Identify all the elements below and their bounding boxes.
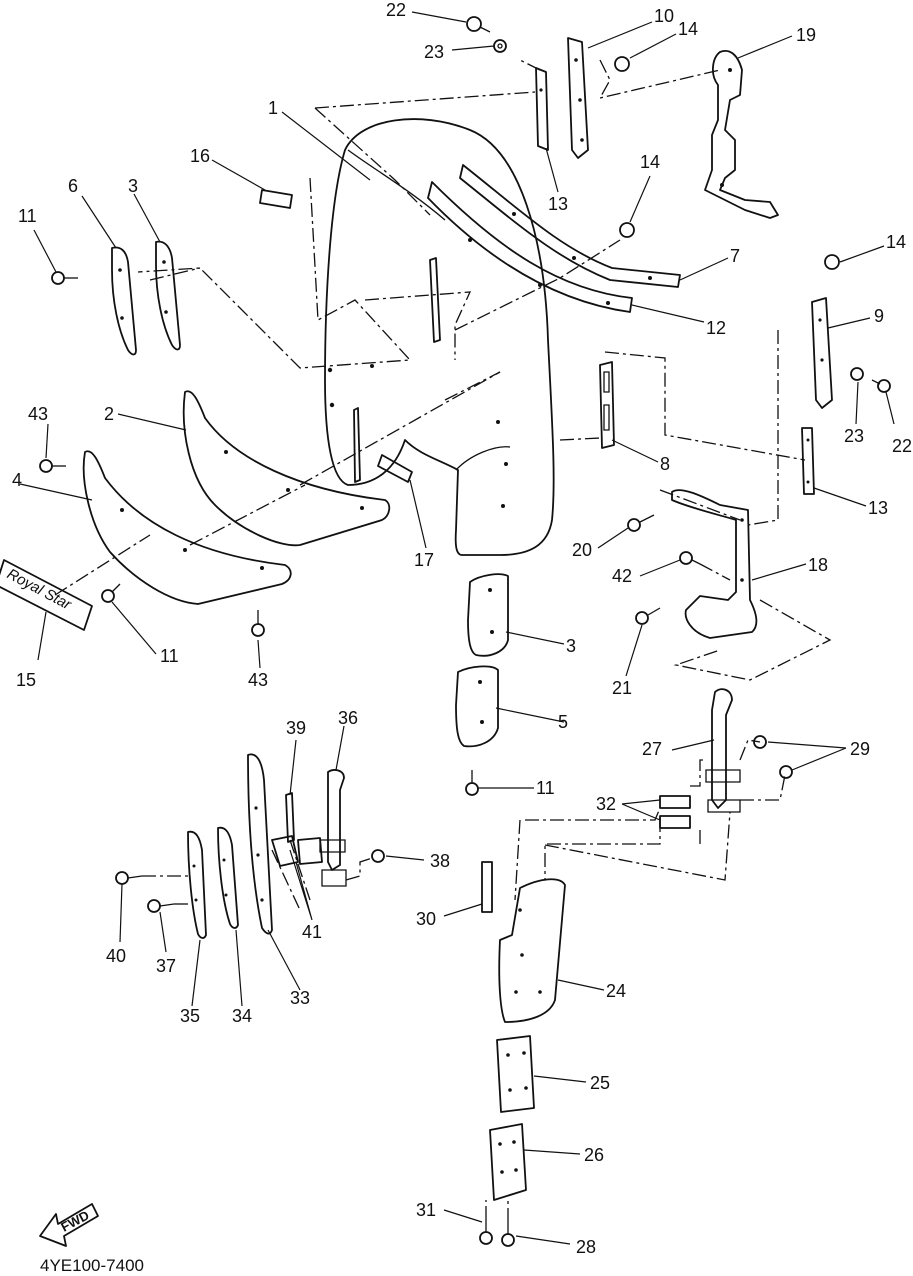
callout-label: 31 xyxy=(416,1200,436,1220)
plate-part-25 xyxy=(496,1035,535,1113)
bracket-part-19 xyxy=(704,50,779,219)
stay-part-18 xyxy=(671,489,758,639)
callout-label: 17 xyxy=(414,550,434,570)
callout-label: 1 xyxy=(268,98,278,118)
strip-part-30 xyxy=(481,861,493,913)
fairing-panel-part-4 xyxy=(82,450,292,605)
callout-label: 11 xyxy=(536,778,555,798)
callout-label: 22 xyxy=(892,436,912,456)
label-part-17 xyxy=(377,454,413,483)
callout-label: 3 xyxy=(128,176,138,196)
callout-label: 43 xyxy=(248,670,268,690)
callout-labels: 22 10 14 19 23 1 16 13 14 6 3 11 7 14 12… xyxy=(12,0,912,1257)
callout-label: 25 xyxy=(590,1073,610,1093)
callout-label: 32 xyxy=(596,794,616,814)
panel-part-34 xyxy=(217,826,239,929)
fairing-panel-part-2 xyxy=(182,390,391,547)
callout-label: 28 xyxy=(576,1237,596,1257)
callout-label: 42 xyxy=(612,566,632,586)
callout-label: 11 xyxy=(18,206,37,226)
callout-label: 21 xyxy=(612,678,632,698)
callout-label: 6 xyxy=(68,176,78,196)
callout-label: 14 xyxy=(640,152,660,172)
callout-label: 22 xyxy=(386,0,406,20)
trim-strip-part-12 xyxy=(427,181,633,313)
callout-label: 23 xyxy=(424,42,444,62)
panel-part-6 xyxy=(111,246,137,356)
trim-strip-part-7 xyxy=(459,164,681,288)
callout-label: 40 xyxy=(106,946,126,966)
bracket-part-13-top xyxy=(535,67,549,151)
callout-label: 20 xyxy=(572,540,592,560)
bracket-part-10 xyxy=(567,37,589,159)
windshield-part-1 xyxy=(324,118,555,556)
stay-part-27 xyxy=(705,688,741,813)
callout-label: 29 xyxy=(850,739,870,759)
panel-part-5 xyxy=(455,665,499,748)
callout-label: 19 xyxy=(796,25,816,45)
plate-part-26 xyxy=(489,1123,527,1201)
callout-label: 16 xyxy=(190,146,210,166)
callout-label: 27 xyxy=(642,739,662,759)
callout-label: 18 xyxy=(808,555,828,575)
callout-label: 35 xyxy=(180,1006,200,1026)
callout-label: 43 xyxy=(28,404,48,424)
callout-label: 33 xyxy=(290,988,310,1008)
bracket-part-8 xyxy=(599,361,615,449)
callout-label: 41 xyxy=(302,922,322,942)
callout-label: 36 xyxy=(338,708,358,728)
panel-part-35 xyxy=(187,830,207,939)
callout-label: 37 xyxy=(156,956,176,976)
plate-part-41 xyxy=(271,835,323,867)
bracket-part-36 xyxy=(319,769,347,887)
callout-label: 26 xyxy=(584,1145,604,1165)
panel-part-24 xyxy=(498,878,566,1023)
panel-part-33 xyxy=(247,753,273,935)
bracket-part-13-right xyxy=(801,427,815,495)
callout-label: 12 xyxy=(706,318,726,338)
callout-label: 3 xyxy=(566,636,576,656)
callout-label: 8 xyxy=(660,454,670,474)
callout-label: 39 xyxy=(286,718,306,738)
panel-part-3-center xyxy=(467,573,509,657)
panel-part-3-left xyxy=(155,240,181,351)
callout-label: 5 xyxy=(558,712,568,732)
callout-label: 13 xyxy=(868,498,888,518)
callout-label: 15 xyxy=(16,670,36,690)
strip-part-39 xyxy=(285,792,295,843)
callout-label: 2 xyxy=(104,404,114,424)
callout-label: 34 xyxy=(232,1006,252,1026)
callout-label: 30 xyxy=(416,909,436,929)
callout-label: 4 xyxy=(12,470,22,490)
callout-label: 10 xyxy=(654,6,674,26)
callout-label: 23 xyxy=(844,426,864,446)
callout-label: 14 xyxy=(886,232,906,252)
emblem-part-15: Royal Star xyxy=(0,559,93,631)
callout-label: 13 xyxy=(548,194,568,214)
fasteners xyxy=(39,16,891,1247)
fwd-arrow-icon: FWD xyxy=(39,1203,99,1247)
drawing-code: 4YE100-7400 xyxy=(40,1256,144,1275)
callout-label: 38 xyxy=(430,851,450,871)
callout-label: 7 xyxy=(730,246,740,266)
callout-label: 24 xyxy=(606,981,626,1001)
callout-label: 9 xyxy=(874,306,884,326)
label-part-16 xyxy=(259,189,293,209)
assembly-lines xyxy=(54,59,832,1222)
leader-lines xyxy=(19,11,895,1245)
callout-label: 14 xyxy=(678,19,698,39)
bracket-part-9 xyxy=(811,297,833,409)
callout-label: 11 xyxy=(160,646,179,666)
